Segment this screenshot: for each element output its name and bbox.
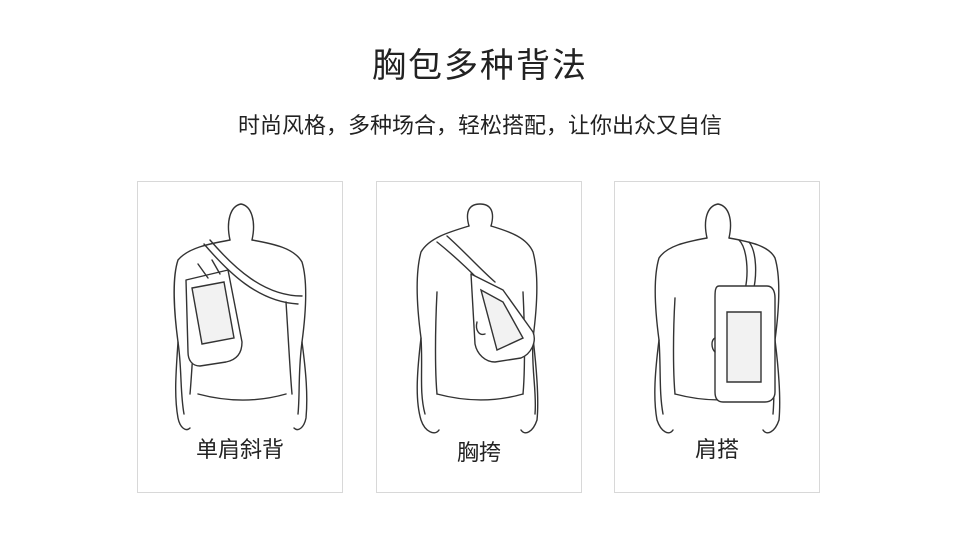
card-label: 单肩斜背 — [195, 438, 284, 463]
page-title: 胸包多种背法 — [372, 46, 588, 86]
card-label: 肩搭 — [694, 438, 739, 463]
mannequin-cross-body-icon — [173, 203, 308, 431]
wearing-style-card-cross-body: 单肩斜背 — [137, 181, 343, 493]
wearing-style-card-shoulder: 肩搭 — [614, 181, 820, 493]
wearing-style-card-chest: 胸挎 — [376, 181, 582, 493]
card-label: 胸挎 — [456, 441, 501, 466]
mannequin-shoulder-icon — [654, 203, 781, 434]
page-subtitle: 时尚风格，多种场合，轻松搭配，让你出众又自信 — [237, 114, 722, 139]
mannequin-chest-icon — [416, 203, 539, 434]
